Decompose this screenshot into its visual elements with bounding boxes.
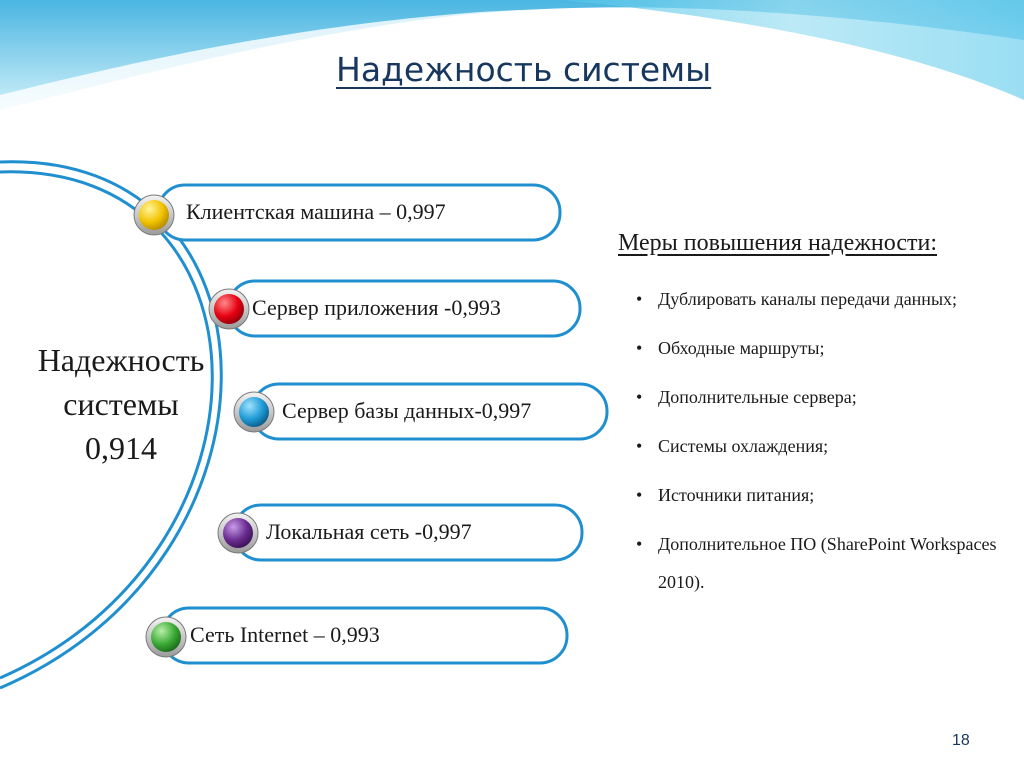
system-label-line-3: 0,914 xyxy=(85,430,157,466)
node-db-server-icon xyxy=(233,391,275,433)
measure-item: Дополнительные сервера; xyxy=(636,378,1006,416)
measure-item: Системы охлаждения; xyxy=(636,427,1006,465)
inner-arc xyxy=(0,170,214,680)
system-reliability-label: Надежность системы 0,914 xyxy=(14,338,228,470)
header-waves xyxy=(0,0,1024,113)
system-label-line-1: Надежность xyxy=(37,342,205,378)
measures-title: Меры повышения надежности: xyxy=(618,230,937,256)
measure-item: Дополнительное ПО (SharePoint Workspaces… xyxy=(636,525,1006,601)
node-app-server-icon xyxy=(208,288,250,330)
page-number: 18 xyxy=(952,732,970,749)
system-label-line-2: системы xyxy=(63,386,179,422)
component-db-server-label: Сервер базы данных-0,997 xyxy=(282,398,532,423)
measure-item: Дублировать каналы передачи данных; xyxy=(636,280,1006,318)
node-client-icon xyxy=(133,194,175,236)
node-lan-icon xyxy=(217,512,259,554)
measure-item: Обходные маршруты; xyxy=(636,329,1006,367)
component-internet-label: Сеть Internet – 0,993 xyxy=(190,622,380,647)
slide-title: Надежность системы xyxy=(336,50,712,89)
component-app-server-label: Сервер приложения -0,993 xyxy=(252,295,501,320)
node-internet-icon xyxy=(145,616,187,658)
measure-item: Источники питания; xyxy=(636,476,1006,514)
measures-list: Дублировать каналы передачи данных; Обхо… xyxy=(636,280,1006,612)
component-lan-label: Локальная сеть -0,997 xyxy=(266,519,472,544)
outer-arc xyxy=(0,160,223,690)
component-client-label: Клиентская машина – 0,997 xyxy=(186,199,446,224)
